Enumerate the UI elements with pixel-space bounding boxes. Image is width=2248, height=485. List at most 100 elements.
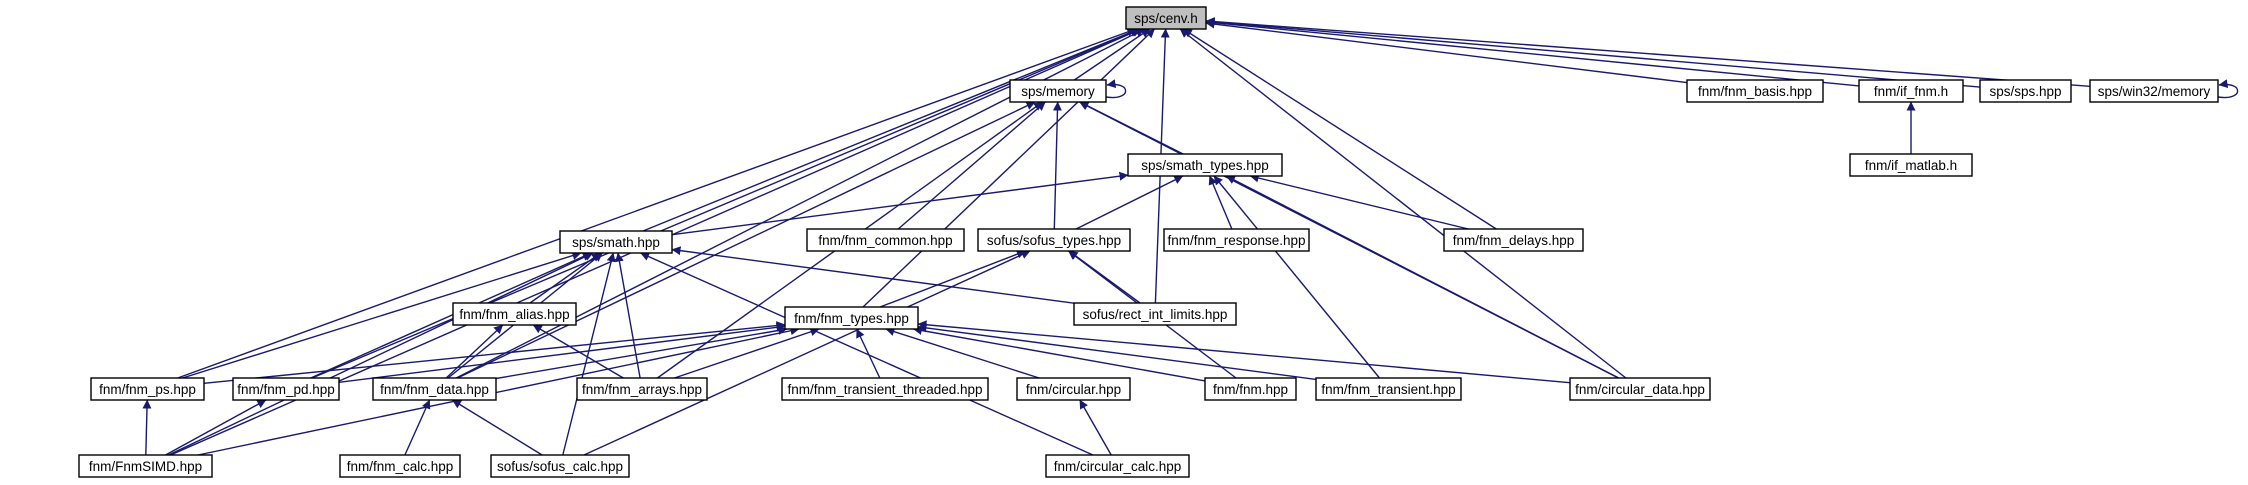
node-box xyxy=(1016,377,1131,401)
edge-fnm_data-to-memory xyxy=(457,101,1036,379)
edge-circular-to-fnm_types xyxy=(885,327,1040,379)
node-box xyxy=(1125,6,1207,30)
node-label: fnm/circular_calc.hpp xyxy=(1054,459,1182,474)
edge-fnm_alias-to-smath xyxy=(529,252,601,304)
node-fnm-types[interactable]: fnm/fnm_types.hpp xyxy=(784,306,919,330)
node-fnm-hpp[interactable]: fnm/fnm.hpp xyxy=(1204,377,1297,401)
edge-fnm_response-to-smath_types xyxy=(1208,175,1233,230)
edge-fnmsimd-to-smath xyxy=(168,252,594,456)
node-circular-calc[interactable]: fnm/circular_calc.hpp xyxy=(1045,454,1190,478)
edge-fnmsimd-to-fnm_types xyxy=(197,326,800,456)
node-box xyxy=(806,228,965,252)
edge-circular_calc-to-circular xyxy=(1079,399,1112,456)
node-label: sps/smath_types.hpp xyxy=(1141,158,1269,173)
node-fnm-common[interactable]: fnm/fnm_common.hpp xyxy=(806,228,965,252)
node-label: fnm/fnm_response.hpp xyxy=(1167,233,1305,248)
node-box xyxy=(1163,228,1310,252)
edge-sofus_types-to-memory xyxy=(1052,101,1062,230)
node-box xyxy=(1315,377,1462,401)
node-smath[interactable]: sps/smath.hpp xyxy=(559,230,673,254)
node-fnm-basis[interactable]: fnm/fnm_basis.hpp xyxy=(1686,79,1824,103)
node-win32-memory[interactable]: sps/win32/memory xyxy=(2089,79,2219,103)
node-fnm-alias[interactable]: fnm/fnm_alias.hpp xyxy=(452,302,577,326)
node-box xyxy=(372,377,497,401)
edge-win32_memory-to-cenv xyxy=(1205,17,2091,87)
node-if-matlab[interactable]: fnm/if_matlab.h xyxy=(1849,153,1973,177)
edge-fnmsimd-to-fnm_pd xyxy=(165,399,267,456)
edge-fnm_hpp-to-fnm_types xyxy=(912,326,1206,382)
node-label: sps/win32/memory xyxy=(2098,84,2211,99)
node-cenv[interactable]: sps/cenv.h xyxy=(1125,6,1207,30)
node-label: fnm/fnm_ps.hpp xyxy=(99,382,196,397)
node-box xyxy=(781,377,989,401)
node-box xyxy=(576,377,708,401)
edge-rect_int_limits-to-smath xyxy=(671,246,1075,304)
node-box xyxy=(1204,377,1297,401)
edge-memory-to-memory xyxy=(1105,79,1127,99)
node-label: fnm/fnm_transient.hpp xyxy=(1321,382,1455,397)
node-box xyxy=(1569,377,1711,401)
edge-fnm_arrays-to-smath xyxy=(614,252,641,379)
node-label: fnm/fnm_arrays.hpp xyxy=(582,382,702,397)
node-label: sps/smath.hpp xyxy=(572,235,660,250)
node-rect-int-limits[interactable]: sofus/rect_int_limits.hpp xyxy=(1073,302,1237,326)
edge-fnm_transient-to-smath_types xyxy=(1213,175,1381,379)
node-box xyxy=(1443,228,1584,252)
node-box xyxy=(1127,153,1283,177)
node-circular-data[interactable]: fnm/circular_data.hpp xyxy=(1569,377,1711,401)
edge-fnm_arrays-to-fnm_types xyxy=(674,327,820,379)
node-fnm-transient-threaded[interactable]: fnm/fnm_transient_threaded.hpp xyxy=(781,377,989,401)
node-box xyxy=(1009,79,1107,103)
node-fnm-pd[interactable]: fnm/fnm_pd.hpp xyxy=(232,377,340,401)
edge-fnm_pd-to-smath xyxy=(310,252,592,379)
node-box xyxy=(559,230,673,254)
node-box xyxy=(1858,79,1964,103)
edge-circular_calc-to-smath xyxy=(640,252,1094,456)
node-label: fnm/fnm_types.hpp xyxy=(794,311,909,326)
edge-fnm_types-to-sofus_types xyxy=(879,249,1026,308)
edge-fnm_data-to-fnm_types xyxy=(495,325,788,380)
node-smath-types[interactable]: sps/smath_types.hpp xyxy=(1127,153,1283,177)
node-fnm-delays[interactable]: fnm/fnm_delays.hpp xyxy=(1443,228,1584,252)
node-box xyxy=(1073,302,1237,326)
edge-fnm_delays-to-smath_types xyxy=(1249,173,1469,230)
node-box xyxy=(1686,79,1824,103)
edge-fnm_ps-to-fnm_types xyxy=(203,321,786,384)
node-box xyxy=(90,377,205,401)
node-label: sofus/sofus_types.hpp xyxy=(987,233,1121,248)
node-label: fnm/fnm.hpp xyxy=(1213,382,1288,397)
node-fnm-calc[interactable]: fnm/fnm_calc.hpp xyxy=(339,454,461,478)
edge-fnm_pd-to-cenv xyxy=(311,28,1141,379)
node-circular[interactable]: fnm/circular.hpp xyxy=(1016,377,1131,401)
node-fnm-data[interactable]: fnm/fnm_data.hpp xyxy=(372,377,497,401)
node-fnm-response[interactable]: fnm/fnm_response.hpp xyxy=(1163,228,1310,252)
node-label: fnm/if_fnm.h xyxy=(1874,84,1948,99)
node-fnm-arrays[interactable]: fnm/fnm_arrays.hpp xyxy=(576,377,708,401)
node-box xyxy=(1849,153,1973,177)
edge-sofus_calc-to-smath xyxy=(562,252,616,456)
edge-fnm_common-to-memory xyxy=(897,101,1046,230)
node-label: fnm/fnm_transient_threaded.hpp xyxy=(787,382,982,397)
node-fnm-transient[interactable]: fnm/fnm_transient.hpp xyxy=(1315,377,1462,401)
node-sps-hpp[interactable]: sps/sps.hpp xyxy=(1979,79,2072,103)
edge-fnmsimd-to-fnm_ps xyxy=(142,399,152,456)
node-label: fnm/fnm_delays.hpp xyxy=(1453,233,1575,248)
node-label: fnm/fnm_alias.hpp xyxy=(459,307,569,322)
node-sofus-types[interactable]: sofus/sofus_types.hpp xyxy=(977,228,1131,252)
node-fnmsimd[interactable]: fnm/FnmSIMD.hpp xyxy=(78,454,213,478)
edge-sofus_calc-to-sofus_types xyxy=(583,250,1031,456)
edge-fnm_transient_threaded-to-fnm_types xyxy=(856,328,881,379)
node-memory[interactable]: sps/memory xyxy=(1009,79,1107,103)
edge-fnm_pd-to-fnm_types xyxy=(338,322,786,383)
node-box xyxy=(1979,79,2072,103)
node-if-fnm[interactable]: fnm/if_fnm.h xyxy=(1858,79,1964,103)
node-sofus-calc[interactable]: sofus/sofus_calc.hpp xyxy=(490,454,630,478)
node-fnm-ps[interactable]: fnm/fnm_ps.hpp xyxy=(90,377,205,401)
edge-fnm_basis-to-cenv xyxy=(1205,19,1688,84)
node-box xyxy=(452,302,577,326)
node-box xyxy=(78,454,213,478)
edge-fnm_transient-to-fnm_types xyxy=(917,323,1317,381)
node-label: fnm/circular_data.hpp xyxy=(1575,382,1705,397)
